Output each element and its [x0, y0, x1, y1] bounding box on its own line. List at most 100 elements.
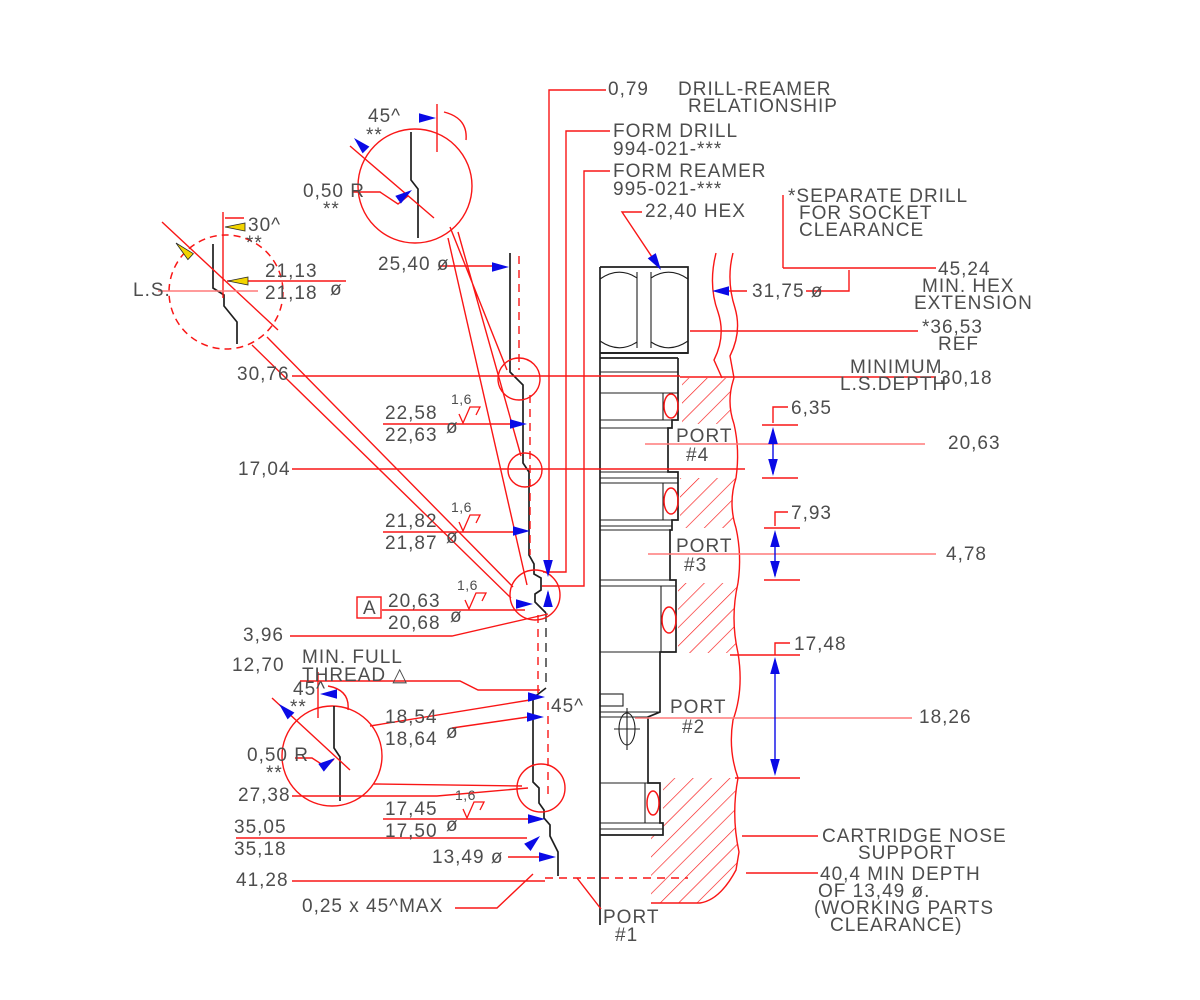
radius-050-top: 0,50 R	[303, 181, 365, 202]
detail-45-top	[349, 104, 473, 244]
cartridge-nose-2: SUPPORT	[858, 843, 957, 864]
dim-36-53: *36,53	[922, 317, 983, 338]
dia-20-68: 20,68	[388, 613, 441, 634]
yellow-arrow	[224, 222, 246, 232]
minimum-label: MINIMUM	[850, 357, 942, 378]
dia-21-18: 21,18	[265, 283, 318, 304]
o-ring-4	[646, 790, 660, 816]
finish-1-6-a: 1,6	[451, 391, 472, 407]
min-hex-1: MIN. HEX	[922, 276, 1014, 297]
min-full-thread-1: MIN. FULL	[302, 647, 403, 668]
dia-symbol-3: ø	[446, 527, 459, 548]
min-depth-1: 40,4 MIN DEPTH	[820, 864, 981, 885]
dim-45-24: 45,24	[938, 259, 991, 280]
detail-reference-lines	[251, 226, 531, 787]
port4-label: PORT	[676, 426, 732, 447]
stars-30: **	[246, 233, 263, 254]
yellow-arrow	[227, 276, 249, 286]
radius-050-bottom: 0,50 R	[247, 745, 309, 766]
angle-30: 30^	[248, 215, 281, 236]
dia-22-63: 22,63	[385, 425, 438, 446]
port4-number: #4	[686, 445, 709, 466]
dim-41-28: 41,28	[236, 870, 289, 891]
stars-r050-bottom: **	[266, 763, 283, 784]
dim-7-93: 7,93	[791, 503, 832, 524]
cartridge-section-view	[599, 266, 689, 925]
form-drill-label: FORM DRILL	[613, 121, 738, 142]
detail-ls	[158, 212, 284, 350]
min-depth-3: (WORKING PARTS	[814, 898, 994, 919]
profile-detail-circle-4	[516, 763, 566, 813]
dia-21-87: 21,87	[385, 533, 438, 554]
dia-21-82: 21,82	[385, 511, 438, 532]
angle-45-center: 45^	[551, 696, 584, 717]
dia-13-49: 13,49 ø	[432, 847, 503, 868]
min-full-thread-2: THREAD △	[302, 665, 408, 686]
port2-number: #2	[682, 717, 705, 738]
port1-number: #1	[615, 925, 638, 946]
dim-17-04: 17,04	[238, 459, 291, 480]
dim-35-05: 35,05	[234, 817, 287, 838]
dia-31-75: 31,75 ø	[752, 281, 823, 302]
ref-label: REF	[938, 334, 979, 355]
dim-27-38: 27,38	[238, 785, 291, 806]
hex-head	[600, 266, 689, 354]
min-hex-2: EXTENSION	[914, 293, 1033, 314]
dia-symbol-1: ø	[330, 279, 343, 300]
angle-45-mid: 45^	[293, 679, 326, 700]
datum-a-box	[356, 596, 382, 619]
ls-depth-label: L.S.DEPTH	[840, 374, 947, 395]
dia-18-64: 18,64	[385, 729, 438, 750]
dim-6-35: 6,35	[791, 398, 832, 419]
stars-r050-top: **	[323, 199, 340, 220]
dia-17-45: 17,45	[385, 799, 438, 820]
port1-label: PORT	[603, 907, 659, 928]
o-ring-2	[663, 487, 679, 515]
finish-1-6-d: 1,6	[455, 787, 476, 803]
port3-number: #3	[684, 555, 707, 576]
min-depth-2: OF 13,49 ø.	[818, 881, 930, 902]
separate-drill-1: *SEPARATE DRILL	[788, 186, 968, 207]
dia-20-63: 20,63	[388, 591, 441, 612]
drill-reamer-note-2: RELATIONSHIP	[688, 96, 838, 117]
dim-30-76: 30,76	[237, 364, 290, 385]
angle-45-top: 45^	[368, 106, 401, 127]
dia-17-50: 17,50	[385, 821, 438, 842]
form-drill-number: 994-021-***	[613, 139, 722, 160]
o-ring-3	[661, 606, 677, 634]
nose-seat-notch	[599, 693, 624, 707]
dim-4-78: 4,78	[946, 544, 987, 565]
dia-symbol-5: ø	[446, 722, 459, 743]
cartridge-nose-1: CARTRIDGE NOSE	[822, 826, 1007, 847]
hex-size-label: 22,40 HEX	[645, 201, 746, 222]
profile-detail-circle-2	[507, 452, 543, 488]
housing-hatch	[651, 378, 739, 903]
stars-45-mid: **	[290, 697, 307, 718]
labels: 0,79 DRILL-REAMER RELATIONSHIP FORM DRIL…	[133, 79, 1033, 946]
form-reamer-label: FORM REAMER	[613, 161, 767, 182]
port2-label: PORT	[670, 697, 726, 718]
break-lines	[651, 252, 741, 904]
dim-30-18: 30,18	[940, 368, 993, 389]
dim-18-26: 18,26	[919, 707, 972, 728]
dia-symbol-2: ø	[446, 417, 459, 438]
datum-a-label: A	[363, 598, 377, 619]
profile-detail-circle-3	[509, 569, 561, 621]
finish-1-6-c: 1,6	[457, 577, 478, 593]
dimension-shafts	[547, 430, 776, 773]
cavity-profile-view	[497, 253, 566, 876]
drill-reamer-note-1: DRILL-REAMER	[678, 79, 831, 100]
leader-lines	[227, 89, 936, 910]
separate-drill-3: CLEARANCE	[799, 220, 924, 241]
profile-detail-circle-1	[497, 357, 541, 401]
port3-label: PORT	[676, 536, 732, 557]
stars-45-top: **	[366, 125, 383, 146]
ls-label: L.S.	[133, 280, 171, 301]
form-reamer-number: 995-021-***	[613, 179, 722, 200]
dia-22-58: 22,58	[385, 403, 438, 424]
min-depth-4: CLEARANCE)	[830, 915, 962, 936]
dim-3-96: 3,96	[243, 625, 284, 646]
dia-25-40: 25,40 ø	[378, 254, 449, 275]
dim-0-79: 0,79	[608, 79, 649, 100]
